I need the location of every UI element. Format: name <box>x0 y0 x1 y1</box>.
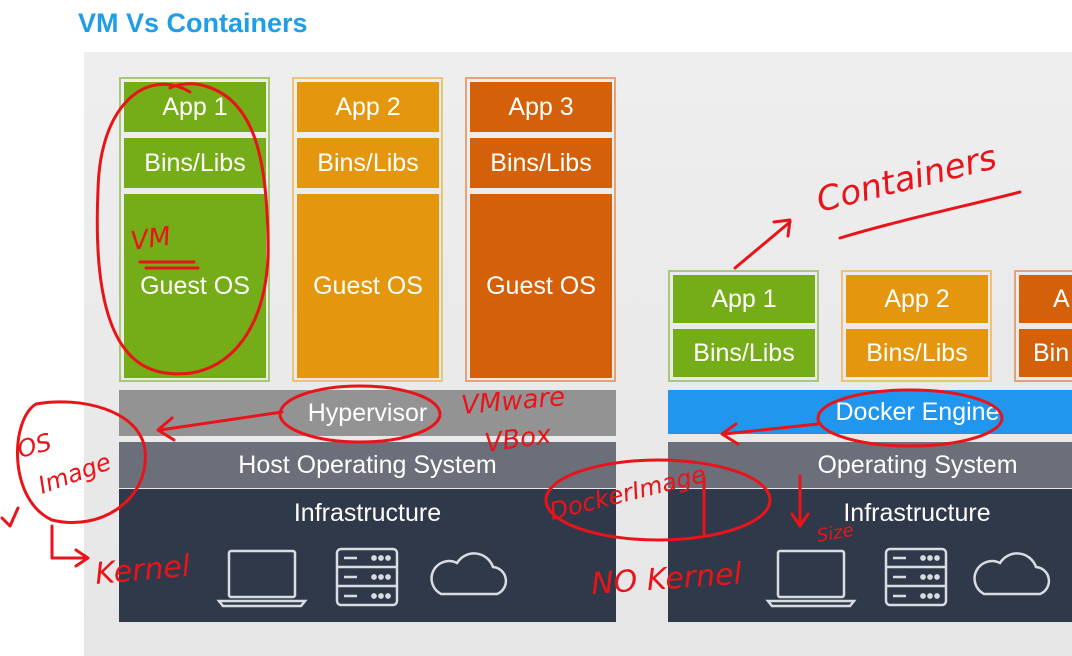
vm-infrastructure-layer: Infrastructure <box>119 489 616 622</box>
vm-libs-1: Bins/Libs <box>124 138 266 188</box>
container-app-2: App 2 <box>846 275 988 323</box>
server-icon <box>335 547 399 607</box>
container-column-2-frame <box>841 270 992 382</box>
vm-guest-os-3: Guest OS <box>470 194 612 378</box>
container-libs-2: Bins/Libs <box>846 329 988 377</box>
vm-column-2-frame <box>292 77 443 382</box>
vm-app-1: App 1 <box>124 82 266 132</box>
vm-infrastructure-icons <box>216 547 508 608</box>
container-app-3: A <box>1019 275 1072 323</box>
container-libs-1: Bins/Libs <box>673 329 815 377</box>
container-infrastructure-layer: Infrastructure <box>668 489 1072 622</box>
container-libs-3: Bin <box>1019 329 1072 377</box>
vm-libs-2: Bins/Libs <box>297 138 439 188</box>
vm-app-3: App 3 <box>470 82 612 132</box>
container-infrastructure-label: Infrastructure <box>843 499 991 527</box>
docker-engine-layer: Docker Engine <box>668 390 1072 434</box>
container-column-3-frame <box>1014 270 1072 382</box>
server-icon <box>884 547 948 607</box>
vm-libs-3: Bins/Libs <box>470 138 612 188</box>
vm-guest-os-1: Guest OS <box>124 194 266 378</box>
hypervisor-layer: Hypervisor <box>119 390 616 436</box>
cloud-icon <box>430 552 508 596</box>
vm-guest-os-2: Guest OS <box>297 194 439 378</box>
page-title: VM Vs Containers <box>78 8 308 38</box>
container-app-1: App 1 <box>673 275 815 323</box>
laptop-icon <box>216 549 308 608</box>
os-annotation-label: OS <box>14 428 54 464</box>
host-os-layer: Host Operating System <box>119 442 616 488</box>
container-column-1-frame <box>668 270 819 382</box>
vm-column-3-frame <box>465 77 616 382</box>
vm-app-2: App 2 <box>297 82 439 132</box>
cloud-icon <box>973 552 1051 596</box>
container-infrastructure-icons <box>765 547 1051 608</box>
container-os-layer: Operating System <box>668 442 1072 488</box>
laptop-icon <box>765 549 857 608</box>
vm-infrastructure-label: Infrastructure <box>293 499 442 527</box>
kernel-arrow <box>50 524 88 560</box>
